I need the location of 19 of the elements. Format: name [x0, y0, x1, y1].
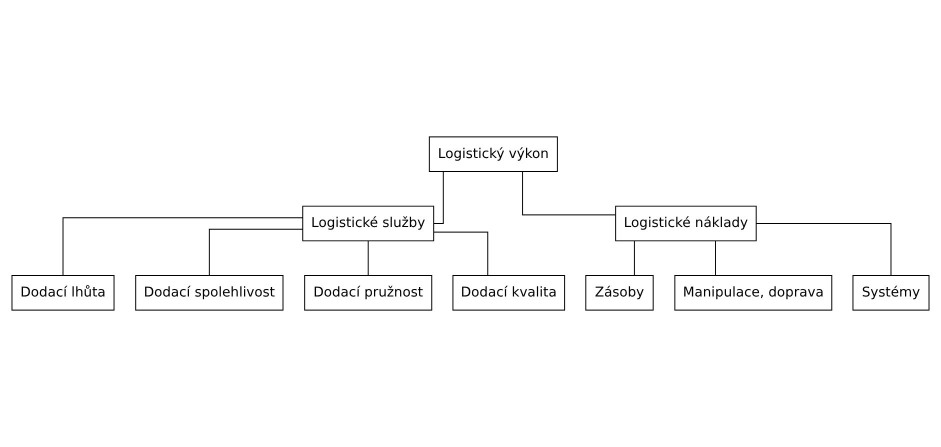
node-box: Logistický výkon — [428, 136, 558, 172]
connector — [368, 240, 369, 276]
node-box: Logistické služby — [302, 206, 434, 242]
node-box: Systémy — [852, 275, 930, 311]
connector — [522, 171, 616, 216]
connector — [433, 171, 444, 224]
node-box: Zásoby — [585, 275, 654, 311]
connector — [715, 240, 716, 276]
node-box: Manipulace, doprava — [674, 275, 832, 311]
node-box: Logistické náklady — [615, 206, 757, 242]
connector — [756, 223, 892, 276]
node-box: Dodací spolehlivost — [135, 275, 284, 311]
connector — [62, 217, 304, 276]
connector — [634, 240, 635, 276]
node-box: Dodací lhůta — [12, 275, 115, 311]
node-box: Dodací pružnost — [304, 275, 432, 311]
connector — [433, 232, 488, 276]
node-box: Dodací kvalita — [452, 275, 566, 311]
connector — [208, 228, 304, 276]
